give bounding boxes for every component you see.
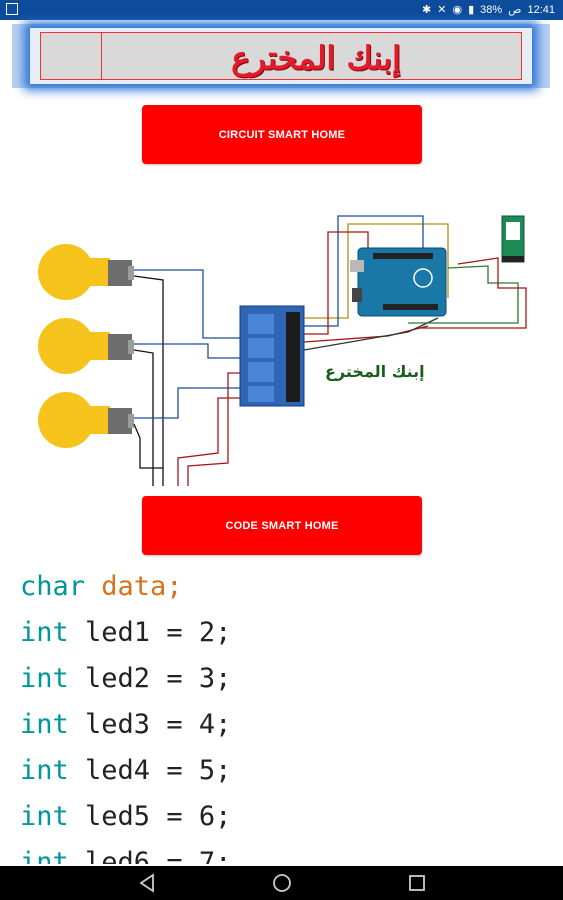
header-banner: إبنك المخترع [12, 24, 550, 88]
code-listing: char data; int led1 = 2; int led2 = 3; i… [20, 564, 560, 864]
code-rest: led1 = 2; [68, 617, 232, 648]
code-line: int led4 = 5; [20, 748, 560, 794]
status-time: 12:41 [527, 3, 555, 16]
bluetooth-icon: ✱ [422, 4, 432, 16]
code-rest: data; [85, 571, 183, 602]
code-rest: led2 = 3; [68, 663, 232, 694]
relay-module [239, 305, 305, 407]
circuit-smart-home-button[interactable]: CIRCUIT SMART HOME [142, 105, 422, 164]
navigation-bar [0, 866, 563, 900]
back-icon[interactable] [138, 873, 156, 893]
bulb-wires [133, 269, 240, 486]
code-keyword: int [20, 801, 69, 832]
header-frame: إبنك المخترع [40, 32, 522, 80]
code-smart-home-button[interactable]: CODE SMART HOME [142, 496, 422, 555]
code-line: int led6 = 7; [20, 840, 560, 864]
home-icon[interactable] [272, 873, 292, 893]
bulb-1 [38, 244, 134, 300]
code-rest: led3 = 4; [68, 709, 232, 740]
circuit-watermark: إبنك المخترع [325, 362, 425, 381]
code-line: int led1 = 2; [20, 610, 560, 656]
code-line: char data; [20, 564, 560, 610]
code-keyword: int [20, 847, 69, 864]
code-keyword: int [20, 663, 69, 694]
code-rest: led4 = 5; [68, 755, 232, 786]
code-line: int led5 = 6; [20, 794, 560, 840]
code-line: int led2 = 3; [20, 656, 560, 702]
code-keyword: char [20, 571, 86, 602]
notification-icon [6, 3, 18, 15]
bluetooth-module [501, 215, 525, 263]
am-pm-label: ص [508, 4, 522, 16]
status-indicators: ✱ ✕ ◉ ▮ 38% ص 12:41 [422, 3, 555, 17]
bulb-2 [38, 318, 134, 374]
header-divider [101, 33, 102, 79]
status-bar: ✱ ✕ ◉ ▮ 38% ص 12:41 [0, 0, 563, 20]
code-keyword: int [20, 709, 69, 740]
recents-icon[interactable] [408, 873, 426, 893]
bulb-3 [38, 392, 134, 448]
code-rest: led6 = 7; [68, 847, 232, 864]
code-line: int led3 = 4; [20, 702, 560, 748]
battery-icon: ▮ [468, 4, 475, 16]
battery-percent: 38% [480, 3, 503, 16]
code-keyword: int [20, 617, 69, 648]
app-title: إبنك المخترع [231, 39, 401, 77]
wifi-icon: ◉ [452, 4, 463, 16]
mute-icon: ✕ [437, 4, 447, 16]
arduino-board [350, 247, 447, 317]
code-keyword: int [20, 755, 69, 786]
control-wires [303, 215, 527, 351]
circuit-diagram [38, 215, 527, 486]
code-rest: led5 = 6; [68, 801, 232, 832]
